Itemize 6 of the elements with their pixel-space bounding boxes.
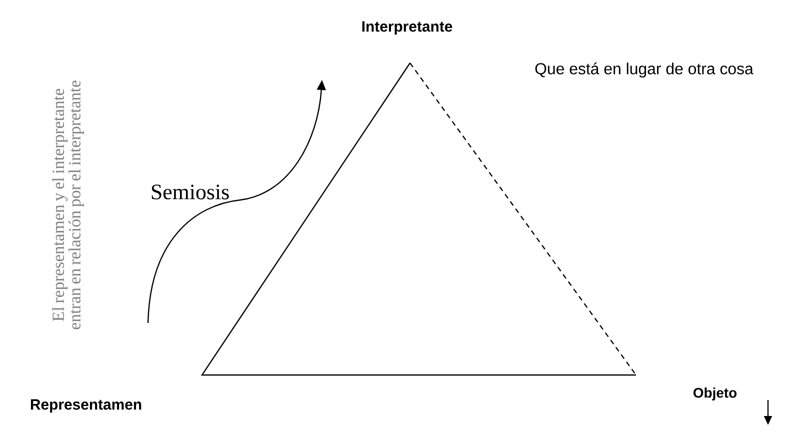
vertex-label: Representamen bbox=[30, 399, 142, 413]
vertex-label: Interpretante bbox=[362, 21, 452, 35]
vertex-label: Objeto bbox=[694, 388, 737, 400]
curve-label: Semiosis bbox=[152, 184, 229, 200]
rotated-note: El representamen y el interpretante entran en relación por el interpretante bbox=[52, 80, 84, 330]
note-text: Que está en lugar de otra cosa bbox=[535, 62, 754, 78]
